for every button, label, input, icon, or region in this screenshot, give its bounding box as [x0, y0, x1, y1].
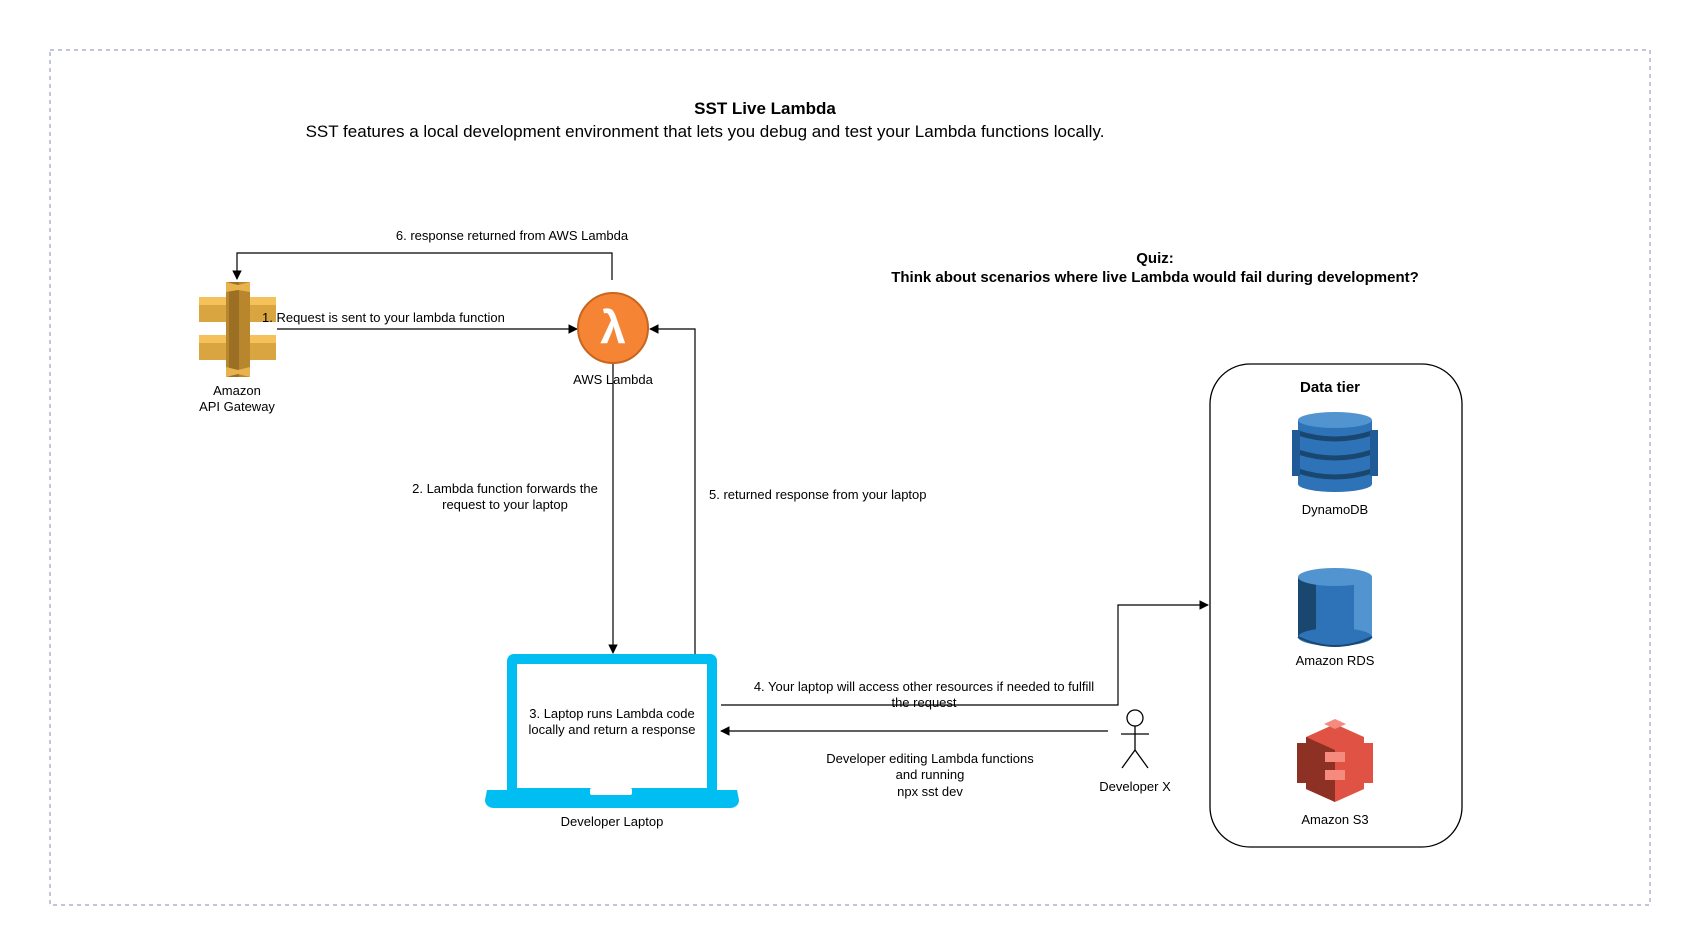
- step5-label: 5. returned response from your laptop: [709, 487, 927, 502]
- quiz-question: Think about scenarios where live Lambda …: [891, 268, 1419, 286]
- data-tier-title: Data tier: [1299, 379, 1361, 396]
- edge-step5: [649, 324, 696, 656]
- rds-label: Amazon RDS: [1295, 653, 1375, 668]
- laptop-icon[interactable]: [485, 654, 739, 808]
- edge-step4: [721, 600, 1209, 706]
- step4-label: 4. Your laptop will access other resourc…: [753, 679, 1095, 711]
- person-icon[interactable]: [1121, 709, 1149, 769]
- lambda-icon[interactable]: λ: [577, 292, 649, 364]
- dynamodb-label: DynamoDB: [1301, 502, 1369, 517]
- rds-icon[interactable]: [1297, 568, 1373, 647]
- s3-label: Amazon S3: [1301, 812, 1369, 827]
- step1-label: 1. Request is sent to your lambda functi…: [262, 310, 505, 325]
- developer-label: Developer X: [1099, 779, 1171, 794]
- api-gateway-label: Amazon API Gateway: [199, 383, 275, 415]
- edge-step6: [232, 252, 613, 280]
- s3-icon[interactable]: [1297, 719, 1373, 802]
- dynamodb-icon[interactable]: [1292, 412, 1378, 492]
- svg-text:λ: λ: [600, 301, 626, 353]
- lambda-label: AWS Lambda: [573, 372, 653, 387]
- api-gateway-icon[interactable]: [199, 282, 276, 377]
- laptop-screen-text: 3. Laptop runs Lambda code locally and r…: [528, 706, 696, 738]
- step2-label: 2. Lambda function forwards the request …: [412, 481, 598, 513]
- diagram-subtitle: SST features a local development environ…: [305, 122, 1105, 141]
- step6-label: 6. response returned from AWS Lambda: [395, 228, 629, 243]
- laptop-label: Developer Laptop: [560, 814, 664, 829]
- quiz-block: Quiz: Think about scenarios where live L…: [855, 250, 1455, 288]
- diagram-frame: [49, 49, 1651, 906]
- quiz-heading: Quiz:: [1136, 250, 1174, 267]
- developer-action-label: Developer editing Lambda functions and r…: [826, 751, 1034, 799]
- diagram-title: SST Live Lambda: [694, 99, 836, 118]
